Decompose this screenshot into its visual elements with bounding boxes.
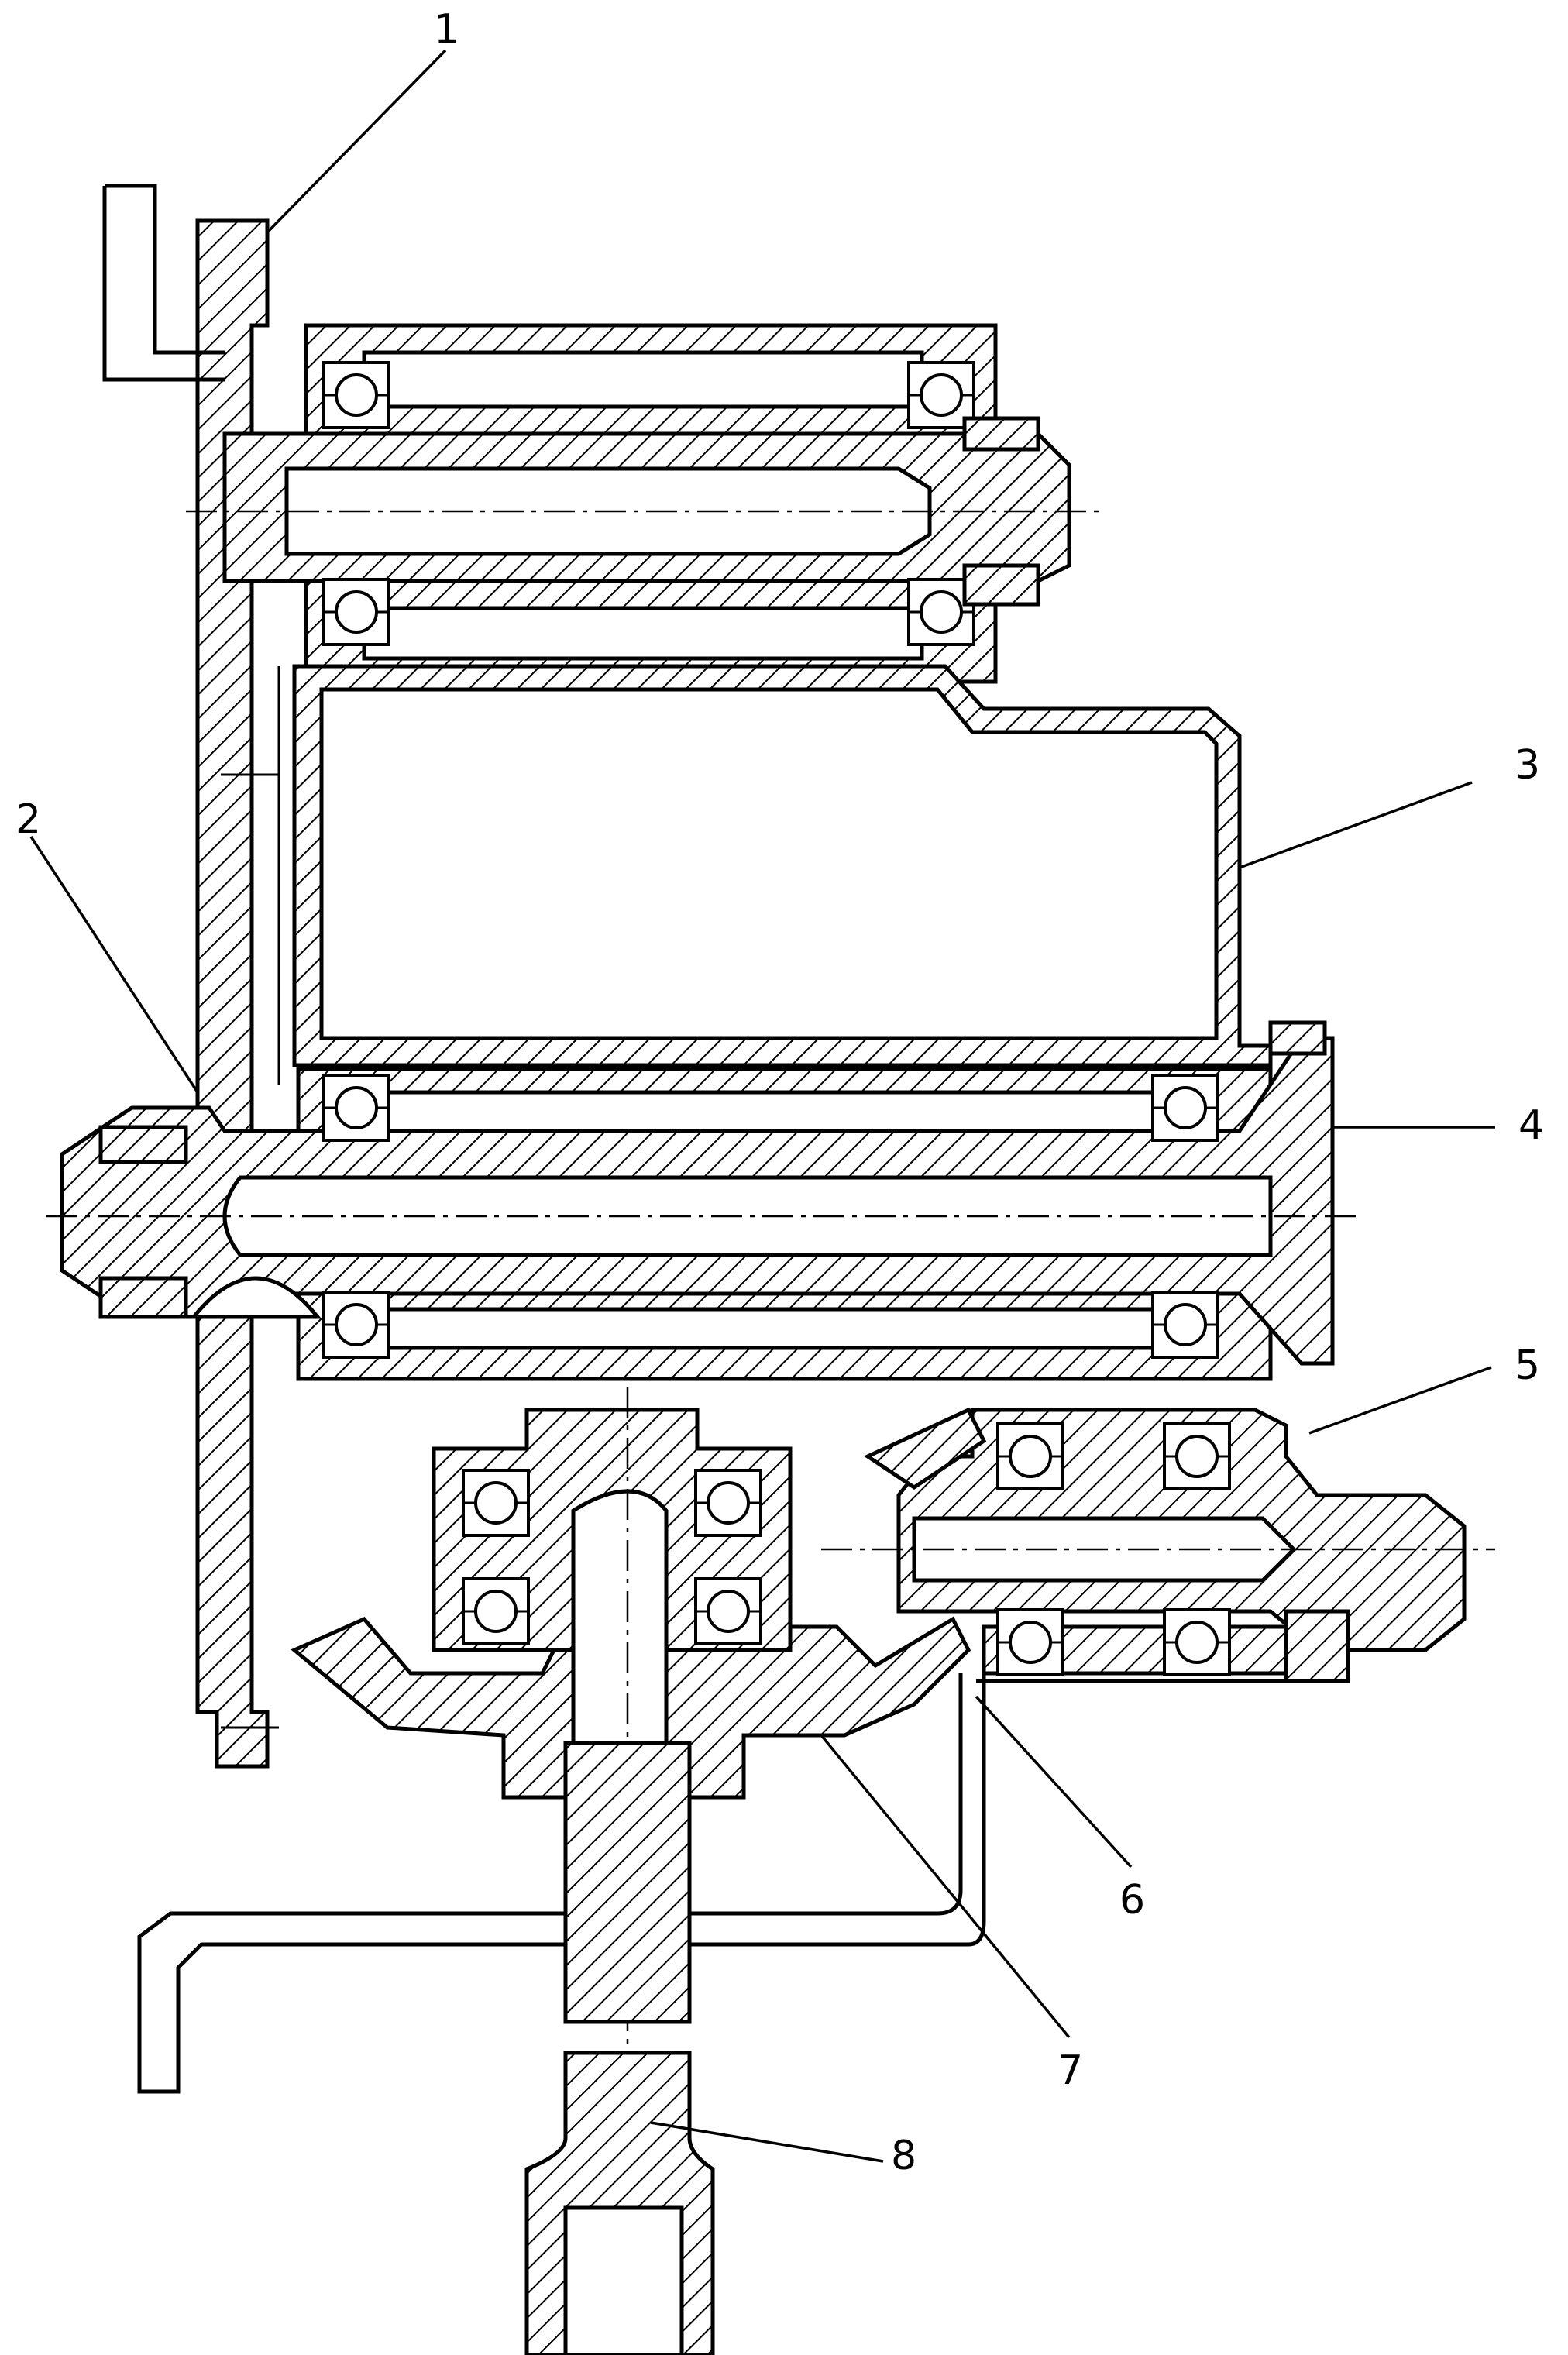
main-shaft-assembly <box>46 1020 1363 1381</box>
output-shaft-assembly <box>821 1408 1495 1683</box>
callout-labels: 1 2 3 4 5 6 7 8 <box>15 6 1544 2179</box>
callout-7: 7 <box>1057 2047 1083 2094</box>
callout-6: 6 <box>1119 1877 1145 1924</box>
left-side-plate <box>102 184 279 1769</box>
callout-8: 8 <box>891 2133 916 2179</box>
leader-lines <box>29 49 1495 2163</box>
callout-4: 4 <box>1518 1102 1544 1149</box>
callout-2: 2 <box>15 796 41 843</box>
callout-1: 1 <box>434 6 459 53</box>
upper-shaft-assembly <box>186 323 1100 684</box>
bevel-gear-assembly <box>291 1387 987 2355</box>
callout-3: 3 <box>1515 742 1540 789</box>
vertical-shaft <box>524 1741 715 2355</box>
callout-5: 5 <box>1515 1343 1540 1389</box>
main-housing <box>277 664 1273 1085</box>
